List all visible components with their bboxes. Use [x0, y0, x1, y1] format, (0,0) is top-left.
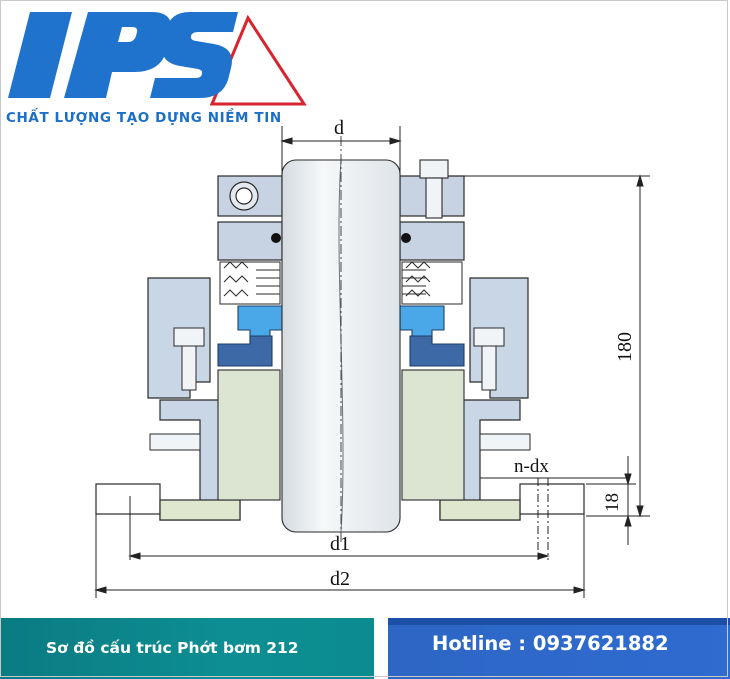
brand-tagline: CHẤT LƯỢNG TẠO DỰNG NIỀM TIN [6, 110, 282, 126]
dimension-lines [94, 126, 650, 598]
dim-label-flange: 18 [602, 493, 623, 512]
diagram-caption: Sơ đồ cấu trúc Phớt bơm 212 [46, 638, 299, 657]
dim-label-d2: d2 [330, 568, 350, 590]
caption-banner: Sơ đồ cấu trúc Phớt bơm 212 [0, 618, 374, 679]
mounting-flange [95, 483, 585, 521]
ips-logo [8, 12, 307, 106]
dim-label-height: 180 [614, 332, 636, 362]
dim-label-d: d [334, 117, 344, 139]
spring-stack [219, 261, 463, 305]
cap-screw-top [419, 159, 449, 219]
footer-divider [374, 618, 388, 679]
dim-label-holes: n-dx [514, 456, 549, 477]
dim-label-d1: d1 [330, 533, 350, 555]
seal-seat-stationary [217, 335, 465, 367]
inner-sleeve [217, 369, 465, 501]
shaft [281, 136, 401, 545]
hotline-text[interactable]: Hotline : 0937621882 [432, 632, 669, 655]
housing-bolts [173, 327, 505, 391]
pump-seal-cross-section: d 180 n-dx 18 d1 d2 [94, 117, 650, 598]
hotline-banner-top-bar [388, 618, 730, 625]
set-screw [229, 181, 259, 211]
hotline-banner: Hotline : 0937621882 [388, 618, 730, 679]
quench-ports [149, 433, 531, 451]
o-rings [271, 233, 411, 243]
gland-ring [217, 175, 465, 261]
